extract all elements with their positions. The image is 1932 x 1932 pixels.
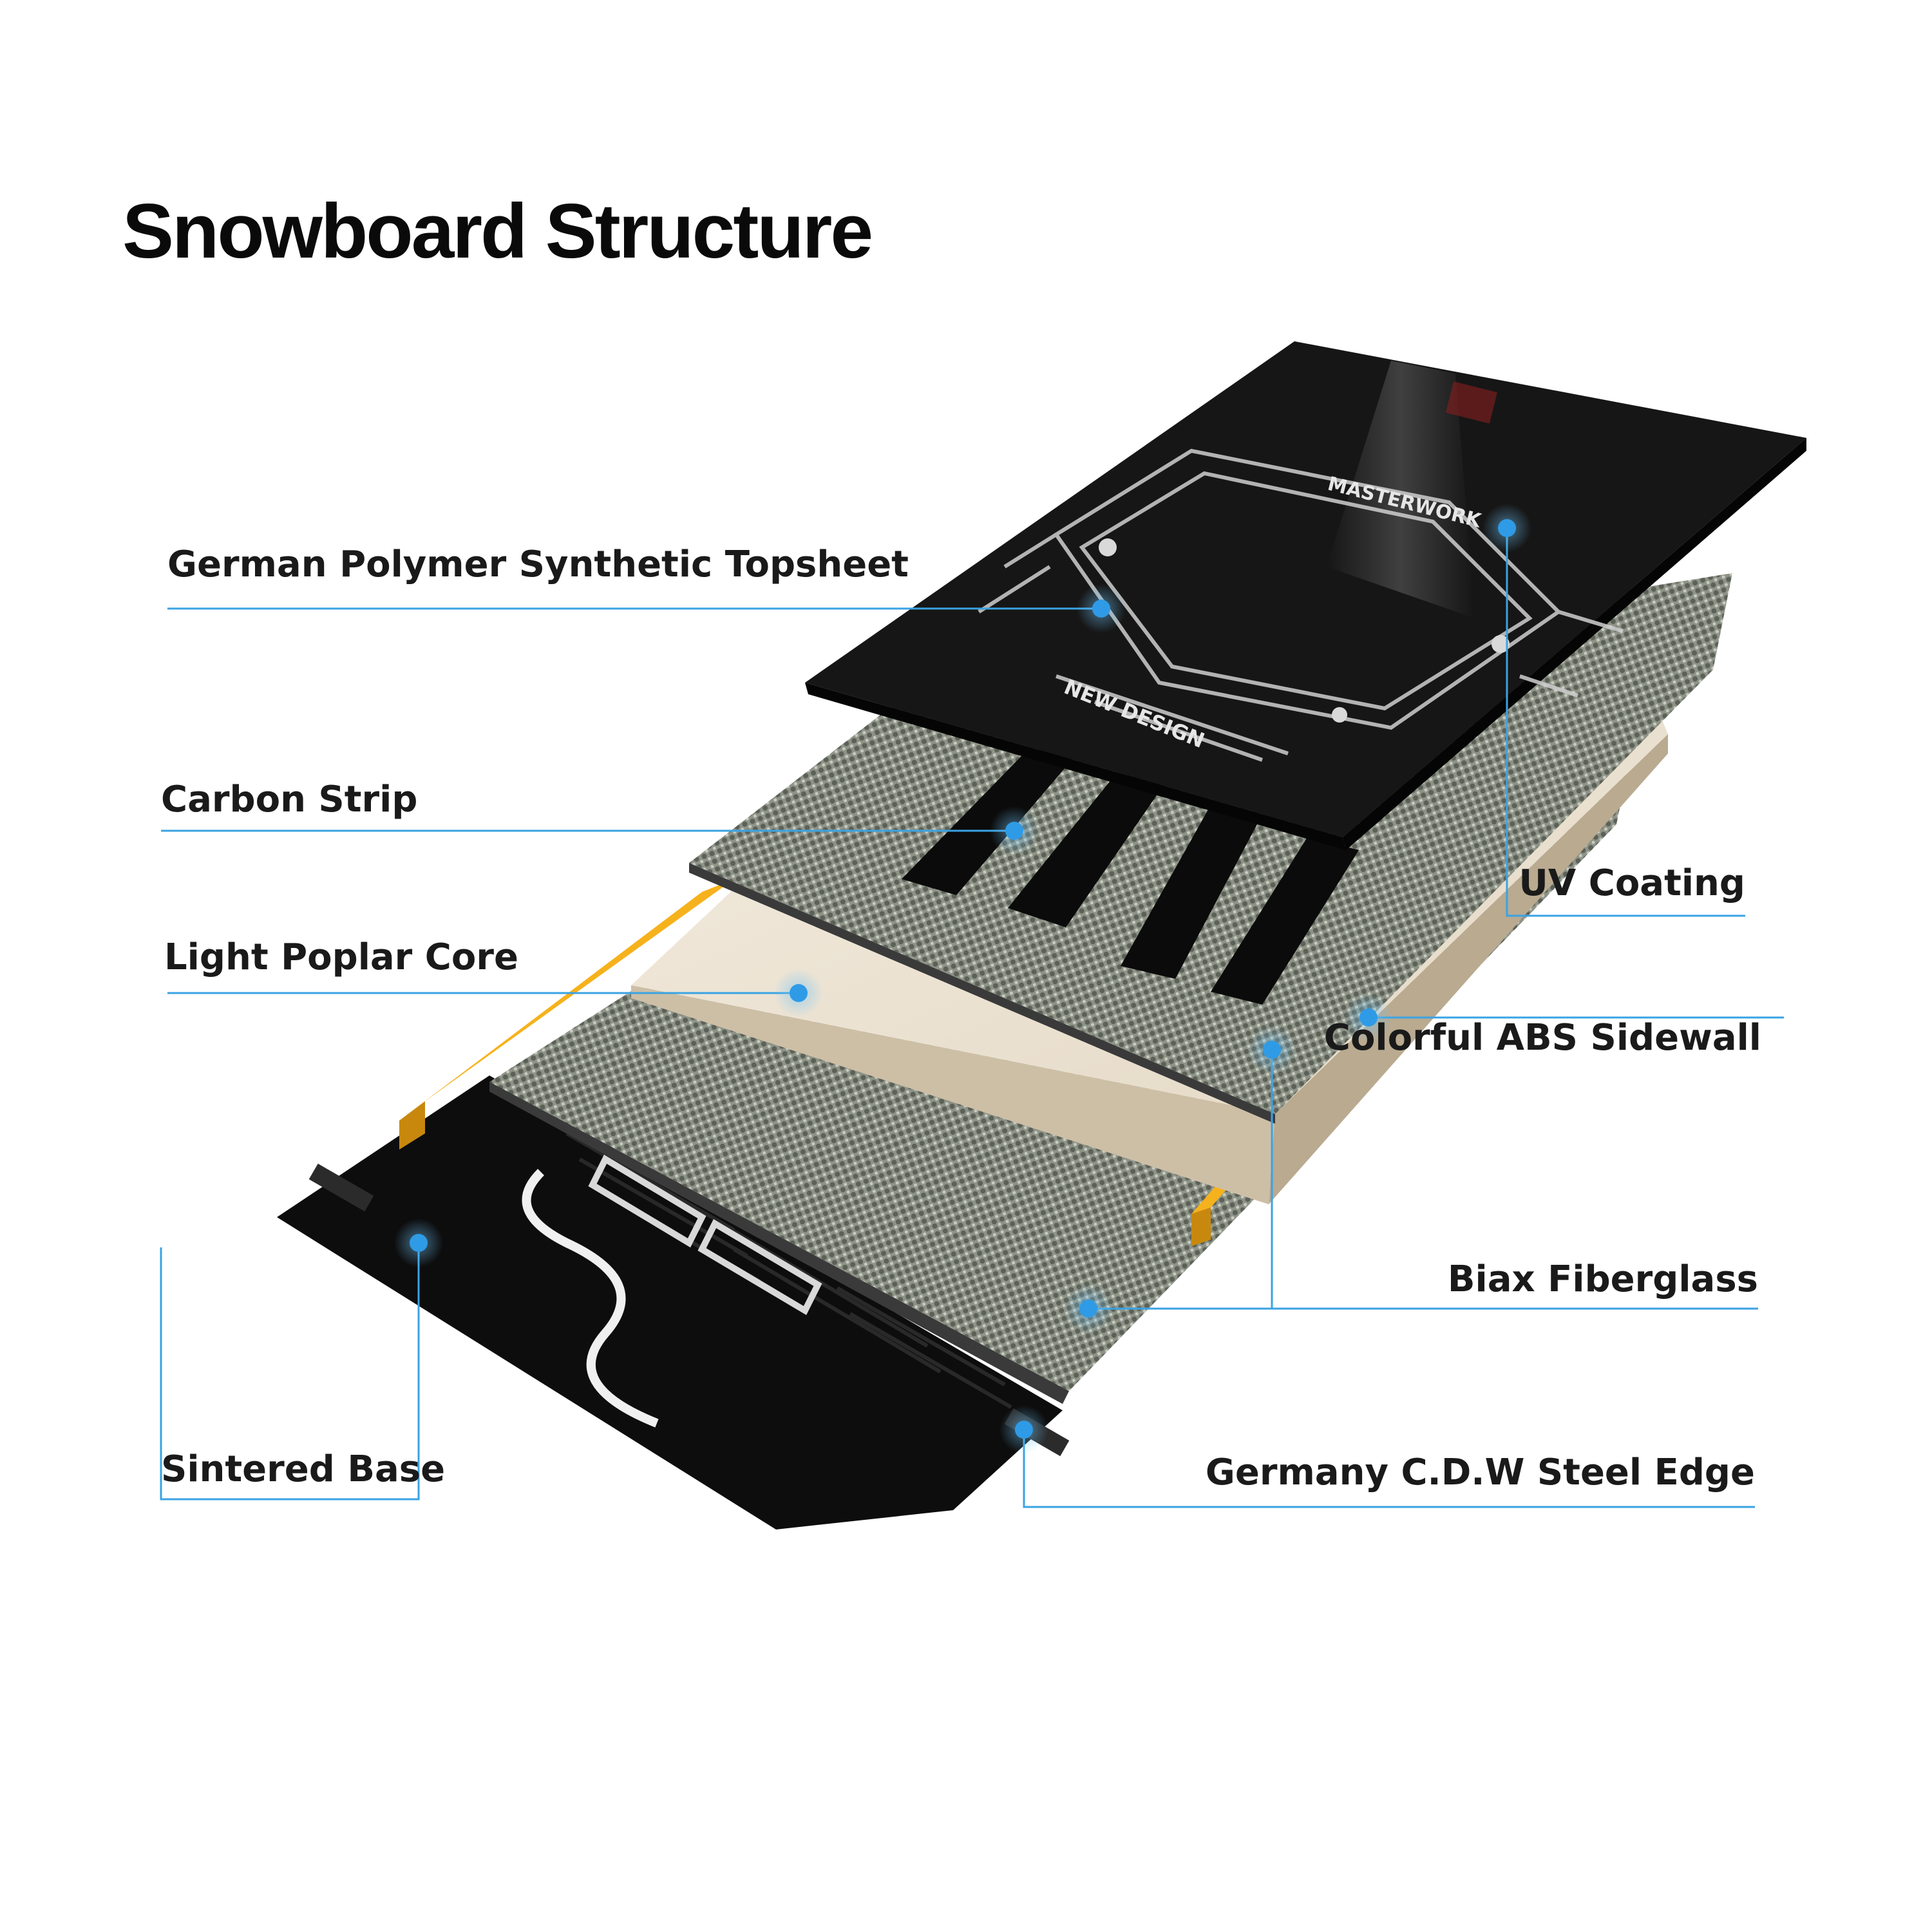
leader-base: [160, 1243, 420, 1501]
label-sintered-base: Sintered Base: [161, 1448, 445, 1490]
leader-uv: [1506, 528, 1745, 917]
dot-uv: [1482, 504, 1531, 553]
leader-lines: [160, 528, 1784, 1508]
label-carbon-strip: Carbon Strip: [161, 779, 417, 820]
dot-topsheet: [1077, 584, 1126, 633]
label-topsheet: German Polymer Synthetic Topsheet: [167, 544, 909, 585]
callout-dots: [394, 504, 1531, 1454]
dot-core: [774, 969, 823, 1018]
leader-fiberglass: [1088, 1050, 1758, 1310]
label-abs-sidewall: Colorful ABS Sidewall: [1324, 1017, 1761, 1059]
label-poplar-core: Light Poplar Core: [164, 936, 518, 978]
topsheet-layer: MASTERWORK NEW DESIGN: [805, 341, 1806, 850]
dot-carbon: [990, 806, 1039, 855]
page-title: Snowboard Structure: [122, 188, 871, 274]
label-biax-fiberglass: Biax Fiberglass: [1448, 1258, 1758, 1300]
dot-edge: [999, 1405, 1048, 1454]
label-uv-coating: UV Coating: [1519, 862, 1745, 904]
dot-base: [394, 1218, 443, 1267]
dot-fiberglass-upper: [1247, 1025, 1296, 1074]
dot-fiberglass-lower: [1064, 1284, 1113, 1333]
leader-edge: [1023, 1430, 1755, 1508]
label-steel-edge: Germany C.D.W Steel Edge: [1206, 1452, 1755, 1493]
dot-sidewall: [1344, 993, 1393, 1042]
